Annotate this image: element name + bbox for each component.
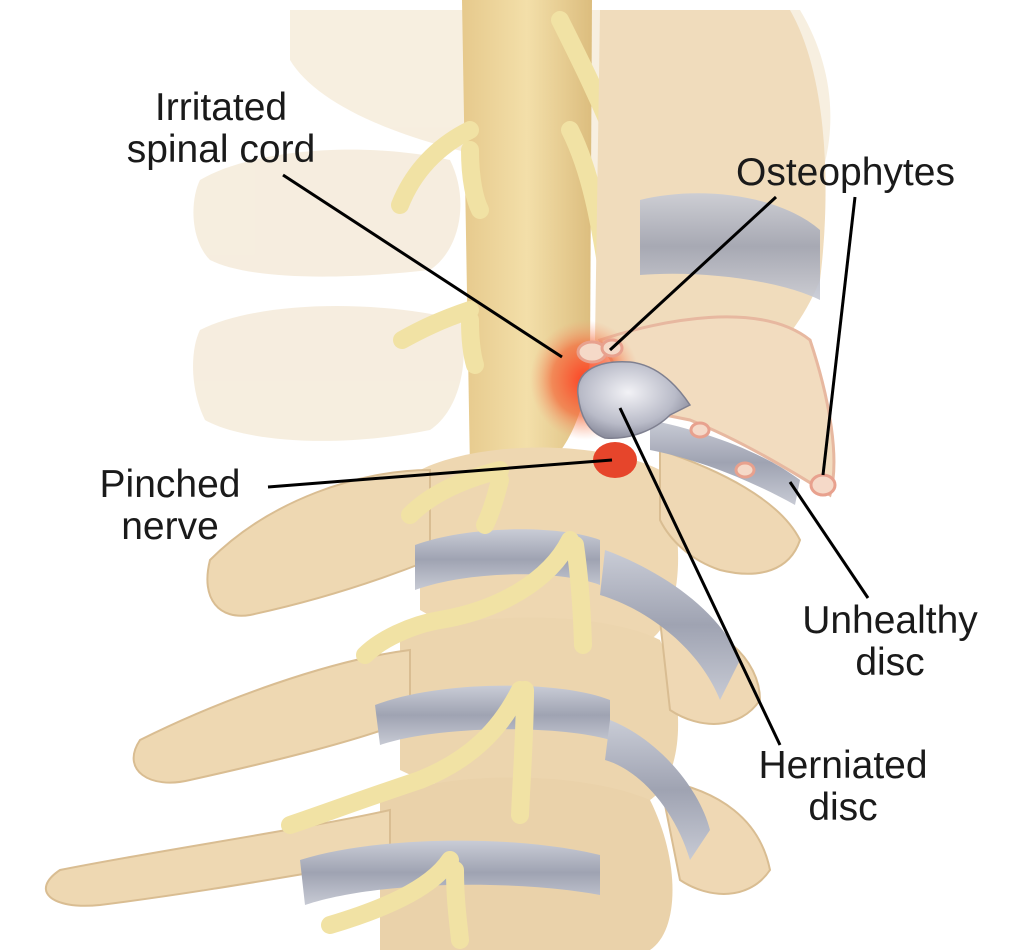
label-unhealthy-disc-line2: disc xyxy=(785,642,995,684)
label-unhealthy-disc-line1: Unhealthy xyxy=(785,600,995,642)
leader-unhealthy-disc xyxy=(790,482,868,598)
label-unhealthy-disc: Unhealthy disc xyxy=(785,600,995,684)
leader-osteophytes-right xyxy=(823,197,855,475)
label-irritated-spinal-cord: Irritated spinal cord xyxy=(98,87,344,171)
label-irritated-spinal-cord-line2: spinal cord xyxy=(98,129,344,171)
label-irritated-spinal-cord-line1: Irritated xyxy=(98,87,344,129)
label-pinched-nerve-line1: Pinched xyxy=(80,464,260,506)
label-herniated-disc: Herniated disc xyxy=(738,745,948,829)
label-pinched-nerve-line2: nerve xyxy=(80,506,260,548)
label-osteophytes-line1: Osteophytes xyxy=(736,152,955,194)
label-herniated-disc-line2: disc xyxy=(738,787,948,829)
label-osteophytes: Osteophytes xyxy=(736,152,955,194)
label-pinched-nerve: Pinched nerve xyxy=(80,464,260,548)
label-herniated-disc-line1: Herniated xyxy=(738,745,948,787)
